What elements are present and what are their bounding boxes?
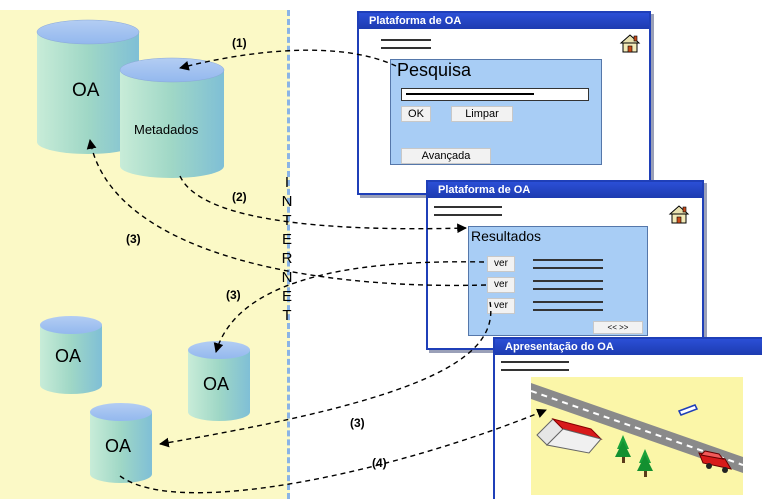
menu-lines	[381, 39, 431, 49]
clear-button[interactable]: Limpar	[451, 106, 513, 122]
search-panel: Pesquisa OK Limpar Avançada	[390, 59, 602, 165]
search-window: Plataforma de OA Pesquisa OK Limpar Avan…	[357, 11, 651, 195]
arrow-4-label: (4)	[372, 456, 387, 470]
results-window-title: Plataforma de OA	[428, 182, 702, 198]
results-heading: Resultados	[471, 228, 542, 244]
results-window: Plataforma de OA Resultados ver ver ver …	[426, 180, 704, 350]
internet-letter: N	[281, 269, 293, 286]
sign-icon	[677, 404, 699, 416]
ok-button[interactable]: OK	[401, 106, 431, 122]
arrow-1-label: (1)	[232, 36, 247, 50]
presentation-scene	[531, 377, 743, 495]
arrow-3-left-label: (3)	[126, 232, 141, 246]
result-line	[533, 301, 603, 311]
pager-button[interactable]: << >>	[593, 321, 643, 334]
home-icon[interactable]	[619, 33, 641, 53]
view-result-button[interactable]: ver	[487, 256, 515, 272]
oa-main-label: OA	[72, 80, 100, 101]
oa-small-1-cylinder	[40, 316, 102, 394]
advanced-search-button[interactable]: Avançada	[401, 148, 491, 164]
view-result-button[interactable]: ver	[487, 277, 515, 293]
oa-small-2-label: OA	[203, 374, 230, 394]
menu-lines	[501, 361, 569, 371]
home-icon[interactable]	[668, 204, 690, 224]
oa-small-1-label: OA	[55, 346, 82, 366]
house-icon	[536, 418, 603, 454]
result-line	[533, 259, 603, 269]
car-icon	[698, 450, 733, 473]
metadados-cylinder	[119, 57, 225, 178]
oa-small-3-label: OA	[105, 436, 132, 456]
internet-letter: R	[281, 250, 293, 267]
search-input-value	[406, 93, 534, 95]
arrow-3-mid-label: (3)	[226, 288, 241, 302]
arrow-2-label: (2)	[232, 190, 247, 204]
internet-letter: I	[284, 174, 290, 191]
search-heading: Pesquisa	[397, 60, 472, 80]
tree-icon	[637, 449, 653, 477]
results-panel: Resultados ver ver ver << >>	[468, 226, 648, 336]
presentation-window-title: Apresentação do OA	[495, 339, 762, 355]
tree-icon	[615, 435, 631, 463]
internet-letter: T	[282, 307, 292, 324]
search-input[interactable]	[401, 88, 589, 101]
menu-lines	[434, 206, 502, 216]
presentation-window: Apresentação do OA	[493, 337, 762, 499]
internet-letter: E	[281, 231, 292, 248]
arrow-3-bottom-label: (3)	[350, 416, 365, 430]
view-result-button[interactable]: ver	[487, 298, 515, 314]
internet-letter: E	[281, 288, 292, 305]
internet-letter: N	[281, 193, 293, 210]
metadados-label: Metadados	[134, 122, 199, 137]
search-window-title: Plataforma de OA	[359, 13, 649, 29]
internet-letter: T	[282, 212, 292, 229]
result-line	[533, 280, 603, 290]
